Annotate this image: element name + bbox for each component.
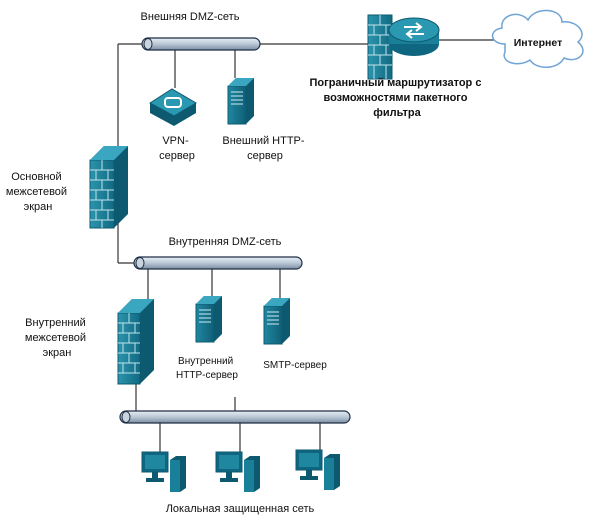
internal-firewall-label: Внутренний межсетевой экран <box>25 317 89 359</box>
internal-dmz-label: Внутренняя DMZ-сеть <box>169 236 282 248</box>
external-http-server-icon <box>227 78 254 125</box>
external-http-label: Внешний HTTP- сервер <box>222 135 307 162</box>
internal-firewall-icon <box>117 299 154 385</box>
internet-label: Интернет <box>514 37 562 49</box>
workstation-icon <box>215 451 260 492</box>
internal-dmz-bus <box>133 256 303 270</box>
workstation-icon <box>295 449 340 490</box>
workstation-icon <box>141 451 186 492</box>
vpn-server-icon <box>149 88 197 126</box>
smtp-server-icon <box>263 298 290 345</box>
main-firewall-label: Основной межсетевой экран <box>6 171 70 213</box>
external-dmz-label: Внешняя DMZ-сеть <box>141 11 240 23</box>
external-dmz-bus <box>141 37 261 51</box>
vpn-server-label: VPN- сервер <box>159 135 195 162</box>
border-router-label: Пограничный маршрутизатор с возможностям… <box>309 77 484 119</box>
cloud-icon <box>491 9 584 68</box>
local-network-bus <box>119 410 351 424</box>
main-firewall-icon <box>89 146 128 229</box>
smtp-server-label: SMTP-сервер <box>263 360 327 371</box>
internal-http-server-icon <box>195 296 222 343</box>
router-icon <box>388 17 440 56</box>
internal-http-label: Внутренний HTTP-сервер <box>176 356 238 381</box>
local-network-label: Локальная защищенная сеть <box>166 503 315 515</box>
border-firewall-icon <box>367 14 393 80</box>
